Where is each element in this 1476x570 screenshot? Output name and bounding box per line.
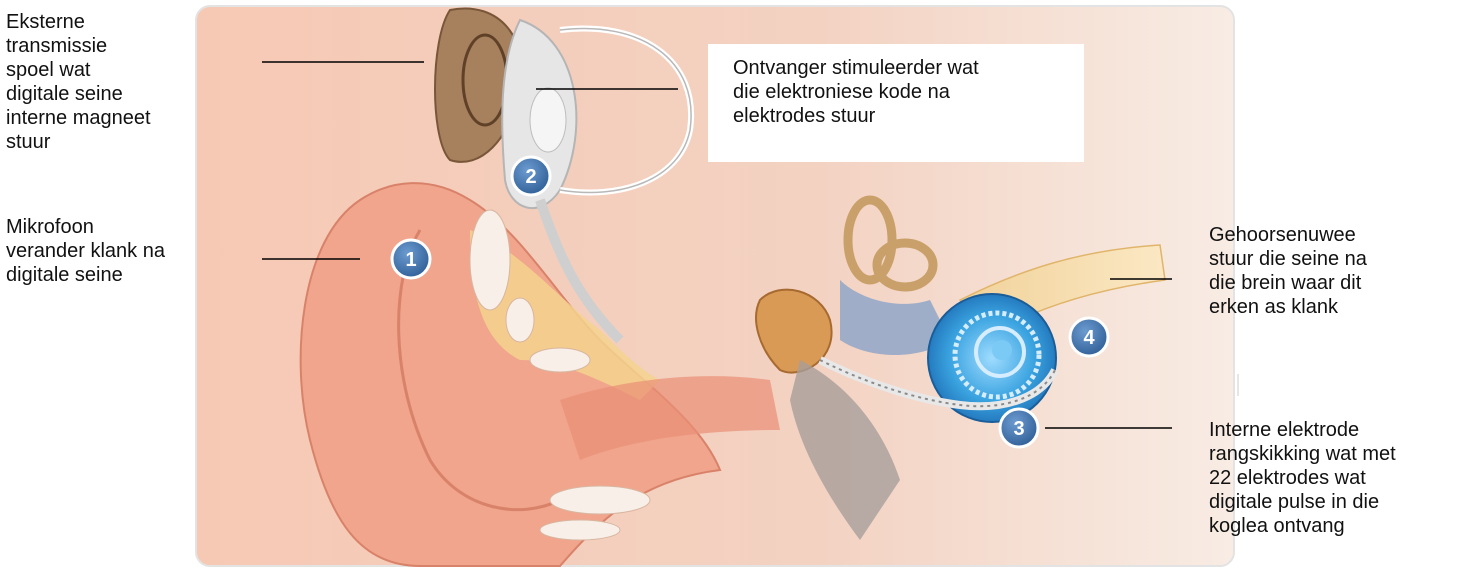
badge-3-number: 3	[1013, 418, 1024, 440]
label-receiver-stimulator: Ontvanger stimuleerder wat die elektroni…	[733, 56, 1073, 128]
label-electrode-array: Interne elektrode rangskikking wat met 2…	[1209, 418, 1439, 538]
badge-1-number: 1	[405, 249, 416, 271]
badge-1: 1	[392, 240, 430, 278]
badge-2: 2	[512, 157, 550, 195]
cartilage-shape	[540, 520, 620, 540]
receiver-magnet	[530, 88, 566, 152]
cartilage-shape	[470, 210, 510, 310]
badge-2-number: 2	[525, 166, 536, 188]
badge-4: 4	[1070, 318, 1108, 356]
label-microphone: Mikrofoon verander klank na digitale sei…	[6, 215, 226, 287]
badge-3: 3	[1000, 409, 1038, 447]
badge-4-number: 4	[1083, 327, 1095, 349]
label-external-coil: Eksterne transmissie spoel wat digitale …	[6, 10, 206, 154]
cochlea-center	[992, 340, 1012, 360]
cartilage-shape	[550, 486, 650, 514]
cartilage-shape	[506, 298, 534, 342]
label-auditory-nerve: Gehoorsenuwee stuur die seine na die bre…	[1209, 223, 1399, 319]
cartilage-shape	[530, 348, 590, 372]
